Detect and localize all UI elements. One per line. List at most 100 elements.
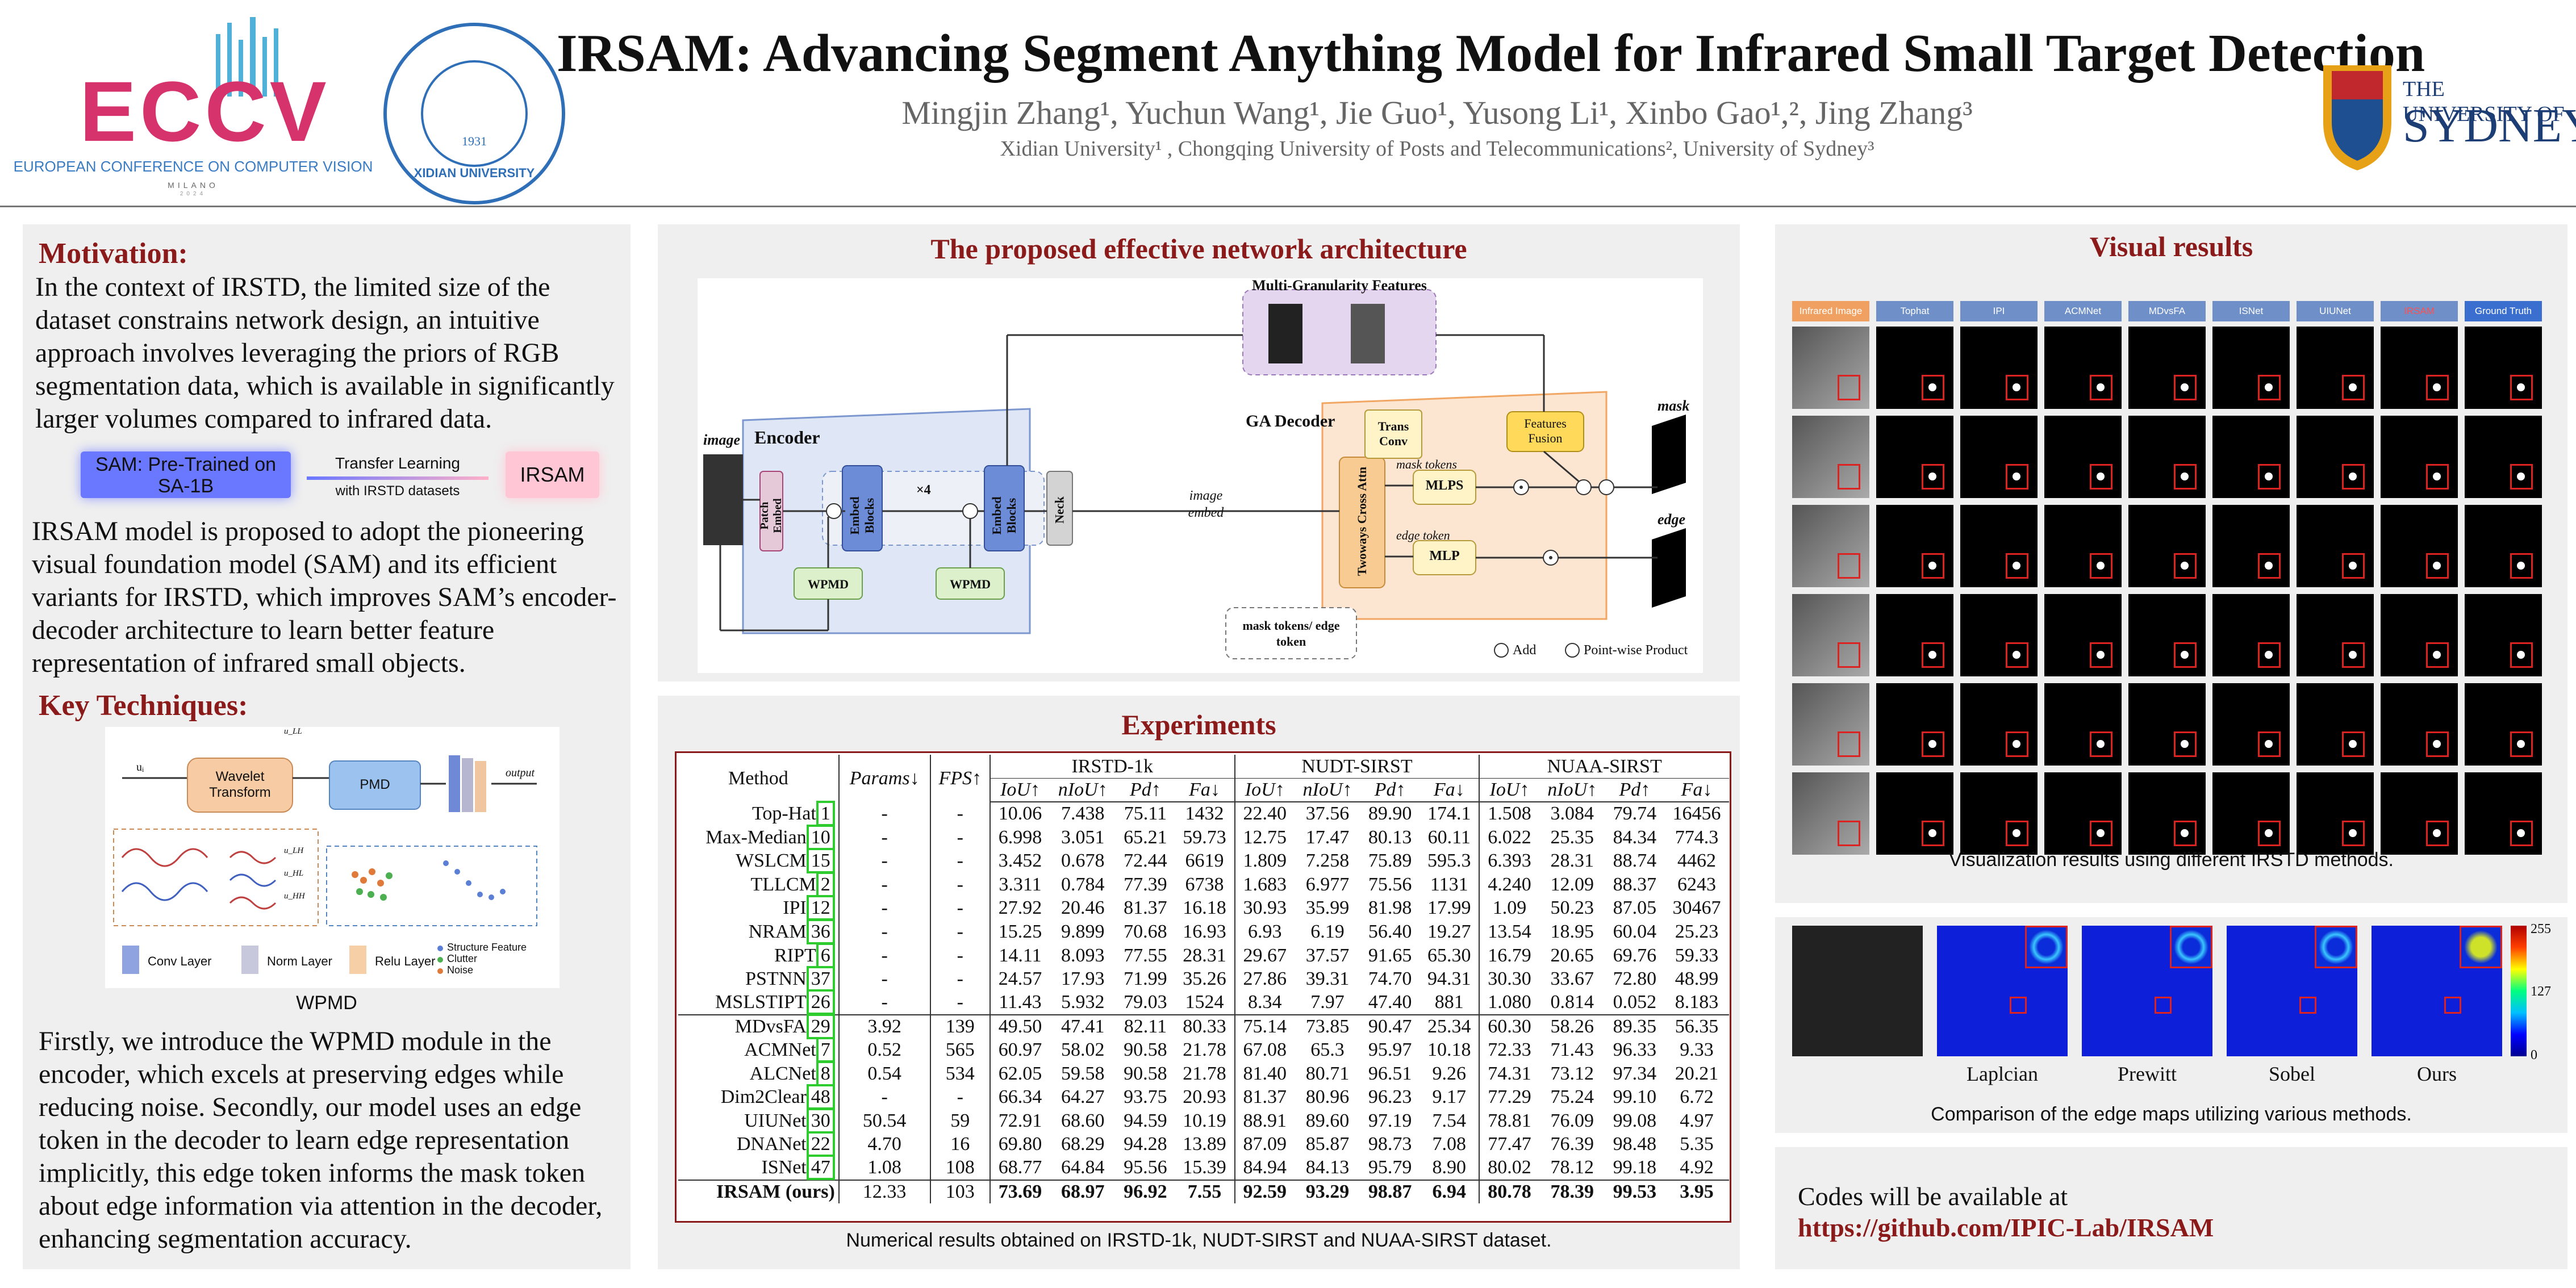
metric-cell: 73.12 (1550, 1063, 1594, 1084)
metric-cell: 1.508 (1488, 803, 1531, 825)
metric-cell: 84.94 (1243, 1157, 1287, 1178)
metric-cell: 94.28 (1124, 1134, 1167, 1155)
fps-cell: - (930, 872, 991, 897)
metric-cell: 10.18 (1419, 1038, 1480, 1062)
edge-zoom-inset (2315, 926, 2357, 968)
experiments-caption: Numerical results obtained on IRSTD-1k, … (846, 1230, 1552, 1251)
metric-cell: 7.438 (1061, 803, 1105, 825)
method-name: RIPT (774, 944, 816, 966)
metric-cell: 96.92 (1124, 1181, 1167, 1202)
citation-ref: 37 (806, 966, 835, 992)
metric-cell: 92.59 (1243, 1181, 1287, 1202)
metric-cell: 82.11 (1124, 1015, 1167, 1037)
metric-cell: 60.30 (1488, 1015, 1531, 1037)
poster-title: IRSAM: Advancing Segment Anything Model … (557, 24, 2425, 83)
zoom-box (2258, 553, 2281, 579)
metric-cell: 77.47 (1488, 1134, 1531, 1155)
sam-box-label: SAM: Pre-Trained on SA-1B (95, 454, 277, 497)
visual-column-header: UIUNet (2297, 301, 2374, 321)
visual-result-image (2381, 327, 2458, 409)
colorbar-max: 255 (2531, 922, 2551, 936)
citation-ref: 6 (816, 942, 835, 968)
edge-map-label: Sobel (2268, 1063, 2315, 1085)
metric-cell: 24.57 (998, 968, 1042, 990)
metric-cell: 6.94 (1419, 1180, 1480, 1204)
target-blob (2517, 651, 2525, 659)
method-name: WSLCM (736, 850, 807, 872)
metric-header: nIoU↑ (1294, 778, 1361, 803)
metric-cell: 56.40 (1368, 921, 1412, 942)
citation-ref: 15 (806, 848, 835, 874)
metric-cell: 67.08 (1243, 1039, 1287, 1060)
zoom-box (2510, 731, 2533, 757)
eccv-wordmark: ECCV (80, 64, 330, 159)
metric-cell: 94.59 (1124, 1110, 1167, 1131)
fps-cell: - (930, 896, 991, 921)
visual-result-image (2212, 505, 2290, 587)
metric-cell: 80.96 (1305, 1086, 1350, 1108)
zoom-box (2510, 375, 2533, 400)
metric-cell: 71.99 (1124, 968, 1167, 990)
metric-cell: 81.98 (1368, 897, 1412, 919)
wpmd-u-hh: u_HH (284, 892, 305, 901)
edge-zoom-inset (2170, 926, 2212, 968)
arch-neck: Neck (1052, 496, 1067, 524)
poster-authors: Mingjin Zhang¹, Yuchun Wang¹, Jie Guo¹, … (901, 94, 1973, 131)
xidian-name: XIDIAN UNIVERSITY (414, 166, 535, 180)
zoom-box (2342, 731, 2365, 757)
wpmd-diagram (113, 755, 537, 974)
method-name: Dim2Clear (720, 1086, 807, 1108)
zoom-box (2258, 821, 2281, 846)
visual-result-image (1960, 327, 2038, 409)
citation-ref: 12 (806, 895, 835, 921)
metric-cell: 74.31 (1488, 1063, 1531, 1084)
metric-cell: 87.09 (1243, 1134, 1287, 1155)
metric-cell: 89.60 (1305, 1110, 1350, 1131)
visual-result-image (2212, 327, 2290, 409)
metric-cell: 75.89 (1368, 850, 1412, 872)
codes-link[interactable]: https://github.com/IPIC-Lab/IRSAM (1798, 1213, 2214, 1242)
metric-cell: 881 (1419, 990, 1480, 1015)
visual-result-image (2212, 594, 2290, 676)
method-name: IRSAM (ours) (716, 1181, 835, 1202)
metric-cell: 20.46 (1061, 897, 1105, 919)
metric-cell: 7.08 (1419, 1132, 1480, 1157)
metric-cell: 60.11 (1419, 825, 1480, 850)
zoom-box (2006, 821, 2028, 846)
visual-column-header: MDvsFA (2128, 301, 2206, 321)
architecture-panel: The proposed effective network architect… (658, 224, 1740, 681)
metric-cell: 4.240 (1488, 873, 1531, 895)
metric-cell: 66.34 (998, 1086, 1042, 1108)
edge-target-box (2444, 997, 2461, 1014)
edge-target-box (2155, 997, 2172, 1014)
metric-cell: 97.19 (1368, 1110, 1412, 1131)
visual-result-image (1960, 683, 2038, 766)
wpmd-u-hl: u_HL (284, 869, 304, 878)
edge-original (1792, 926, 1923, 1056)
target-blob (2181, 562, 2189, 570)
sydney-line1: THE UNIVERSITY OF (2403, 77, 2565, 126)
metric-cell: 87.05 (1613, 897, 1657, 919)
citation-ref: 26 (806, 989, 835, 1015)
metric-header: Pd↑ (1116, 778, 1175, 803)
zoom-box (2174, 464, 2197, 490)
metric-cell: 90.58 (1124, 1039, 1167, 1060)
metric-cell: 10.06 (998, 803, 1042, 825)
metric-cell: 98.87 (1368, 1181, 1412, 1202)
transfer-arrow (307, 476, 489, 480)
target-blob (2517, 829, 2525, 837)
target-blob (1928, 472, 1936, 480)
visual-result-image (1792, 416, 1869, 498)
legend-clutter: Clutter (447, 953, 478, 964)
metric-cell: 1.683 (1243, 873, 1287, 895)
codes-text: Codes will be available at (1798, 1182, 2068, 1211)
target-blob (2433, 383, 2441, 391)
